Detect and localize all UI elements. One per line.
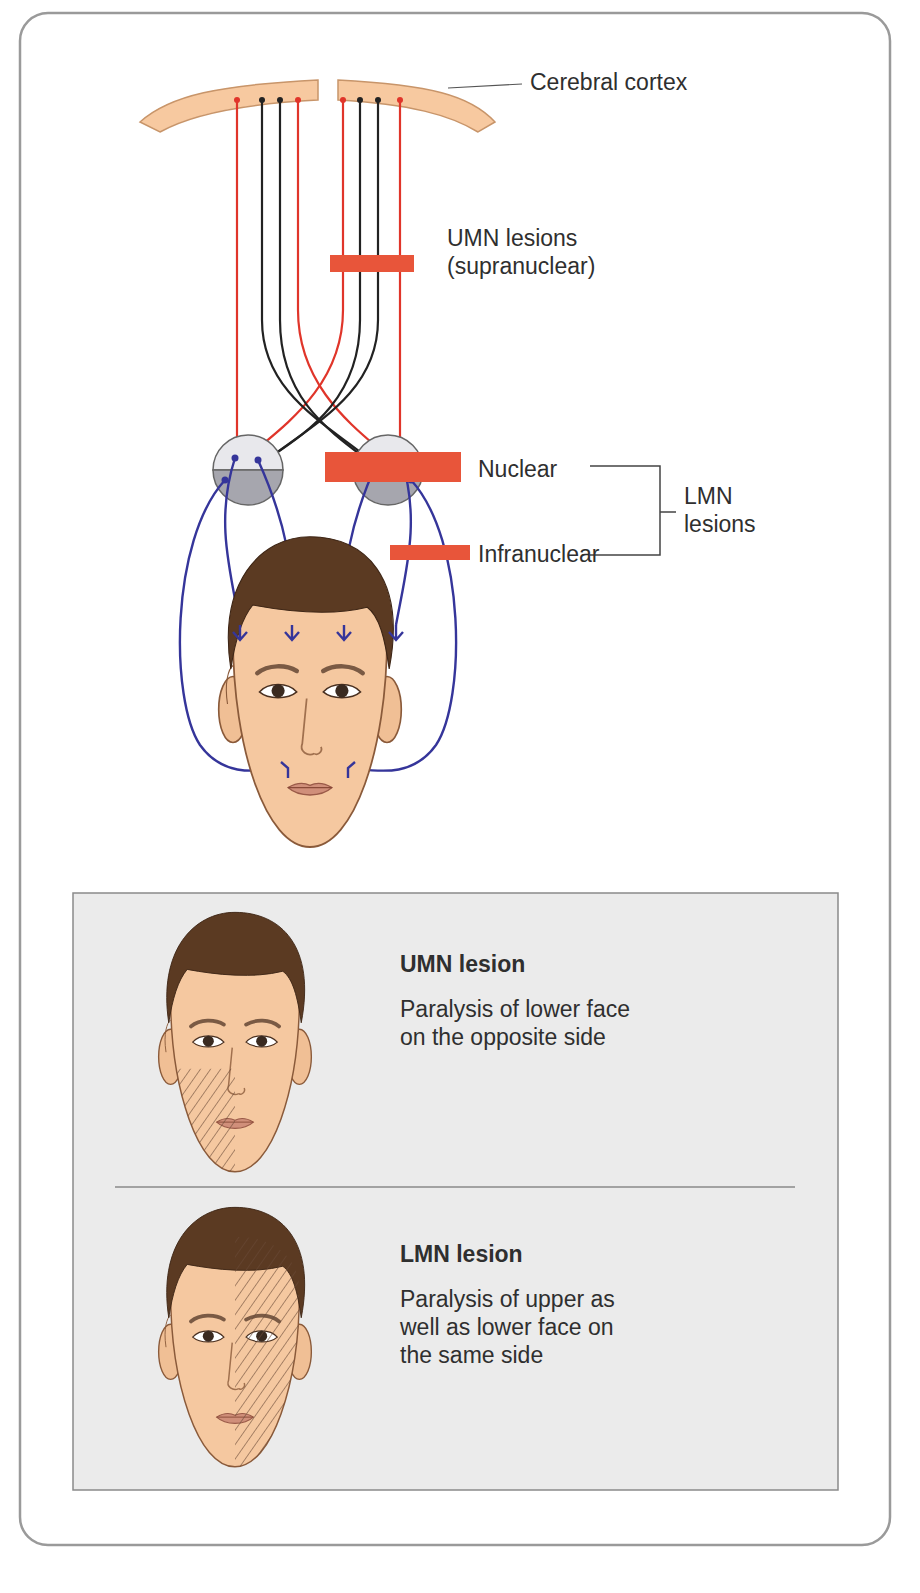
group-label: LMN lesions [684,482,784,538]
lesion-label: UMN lesions (supranuclear) [447,224,647,280]
structure-label: Cerebral cortex [530,68,687,96]
lesion-label: Nuclear [478,455,557,483]
panel-heading: LMN lesion [400,1240,523,1268]
lesion-label: Infranuclear [478,540,599,568]
panel-text: Paralysis of upper as well as lower face… [400,1285,628,1369]
panel-text: Paralysis of lower face on the opposite … [400,995,650,1051]
panel-heading: UMN lesion [400,950,525,978]
